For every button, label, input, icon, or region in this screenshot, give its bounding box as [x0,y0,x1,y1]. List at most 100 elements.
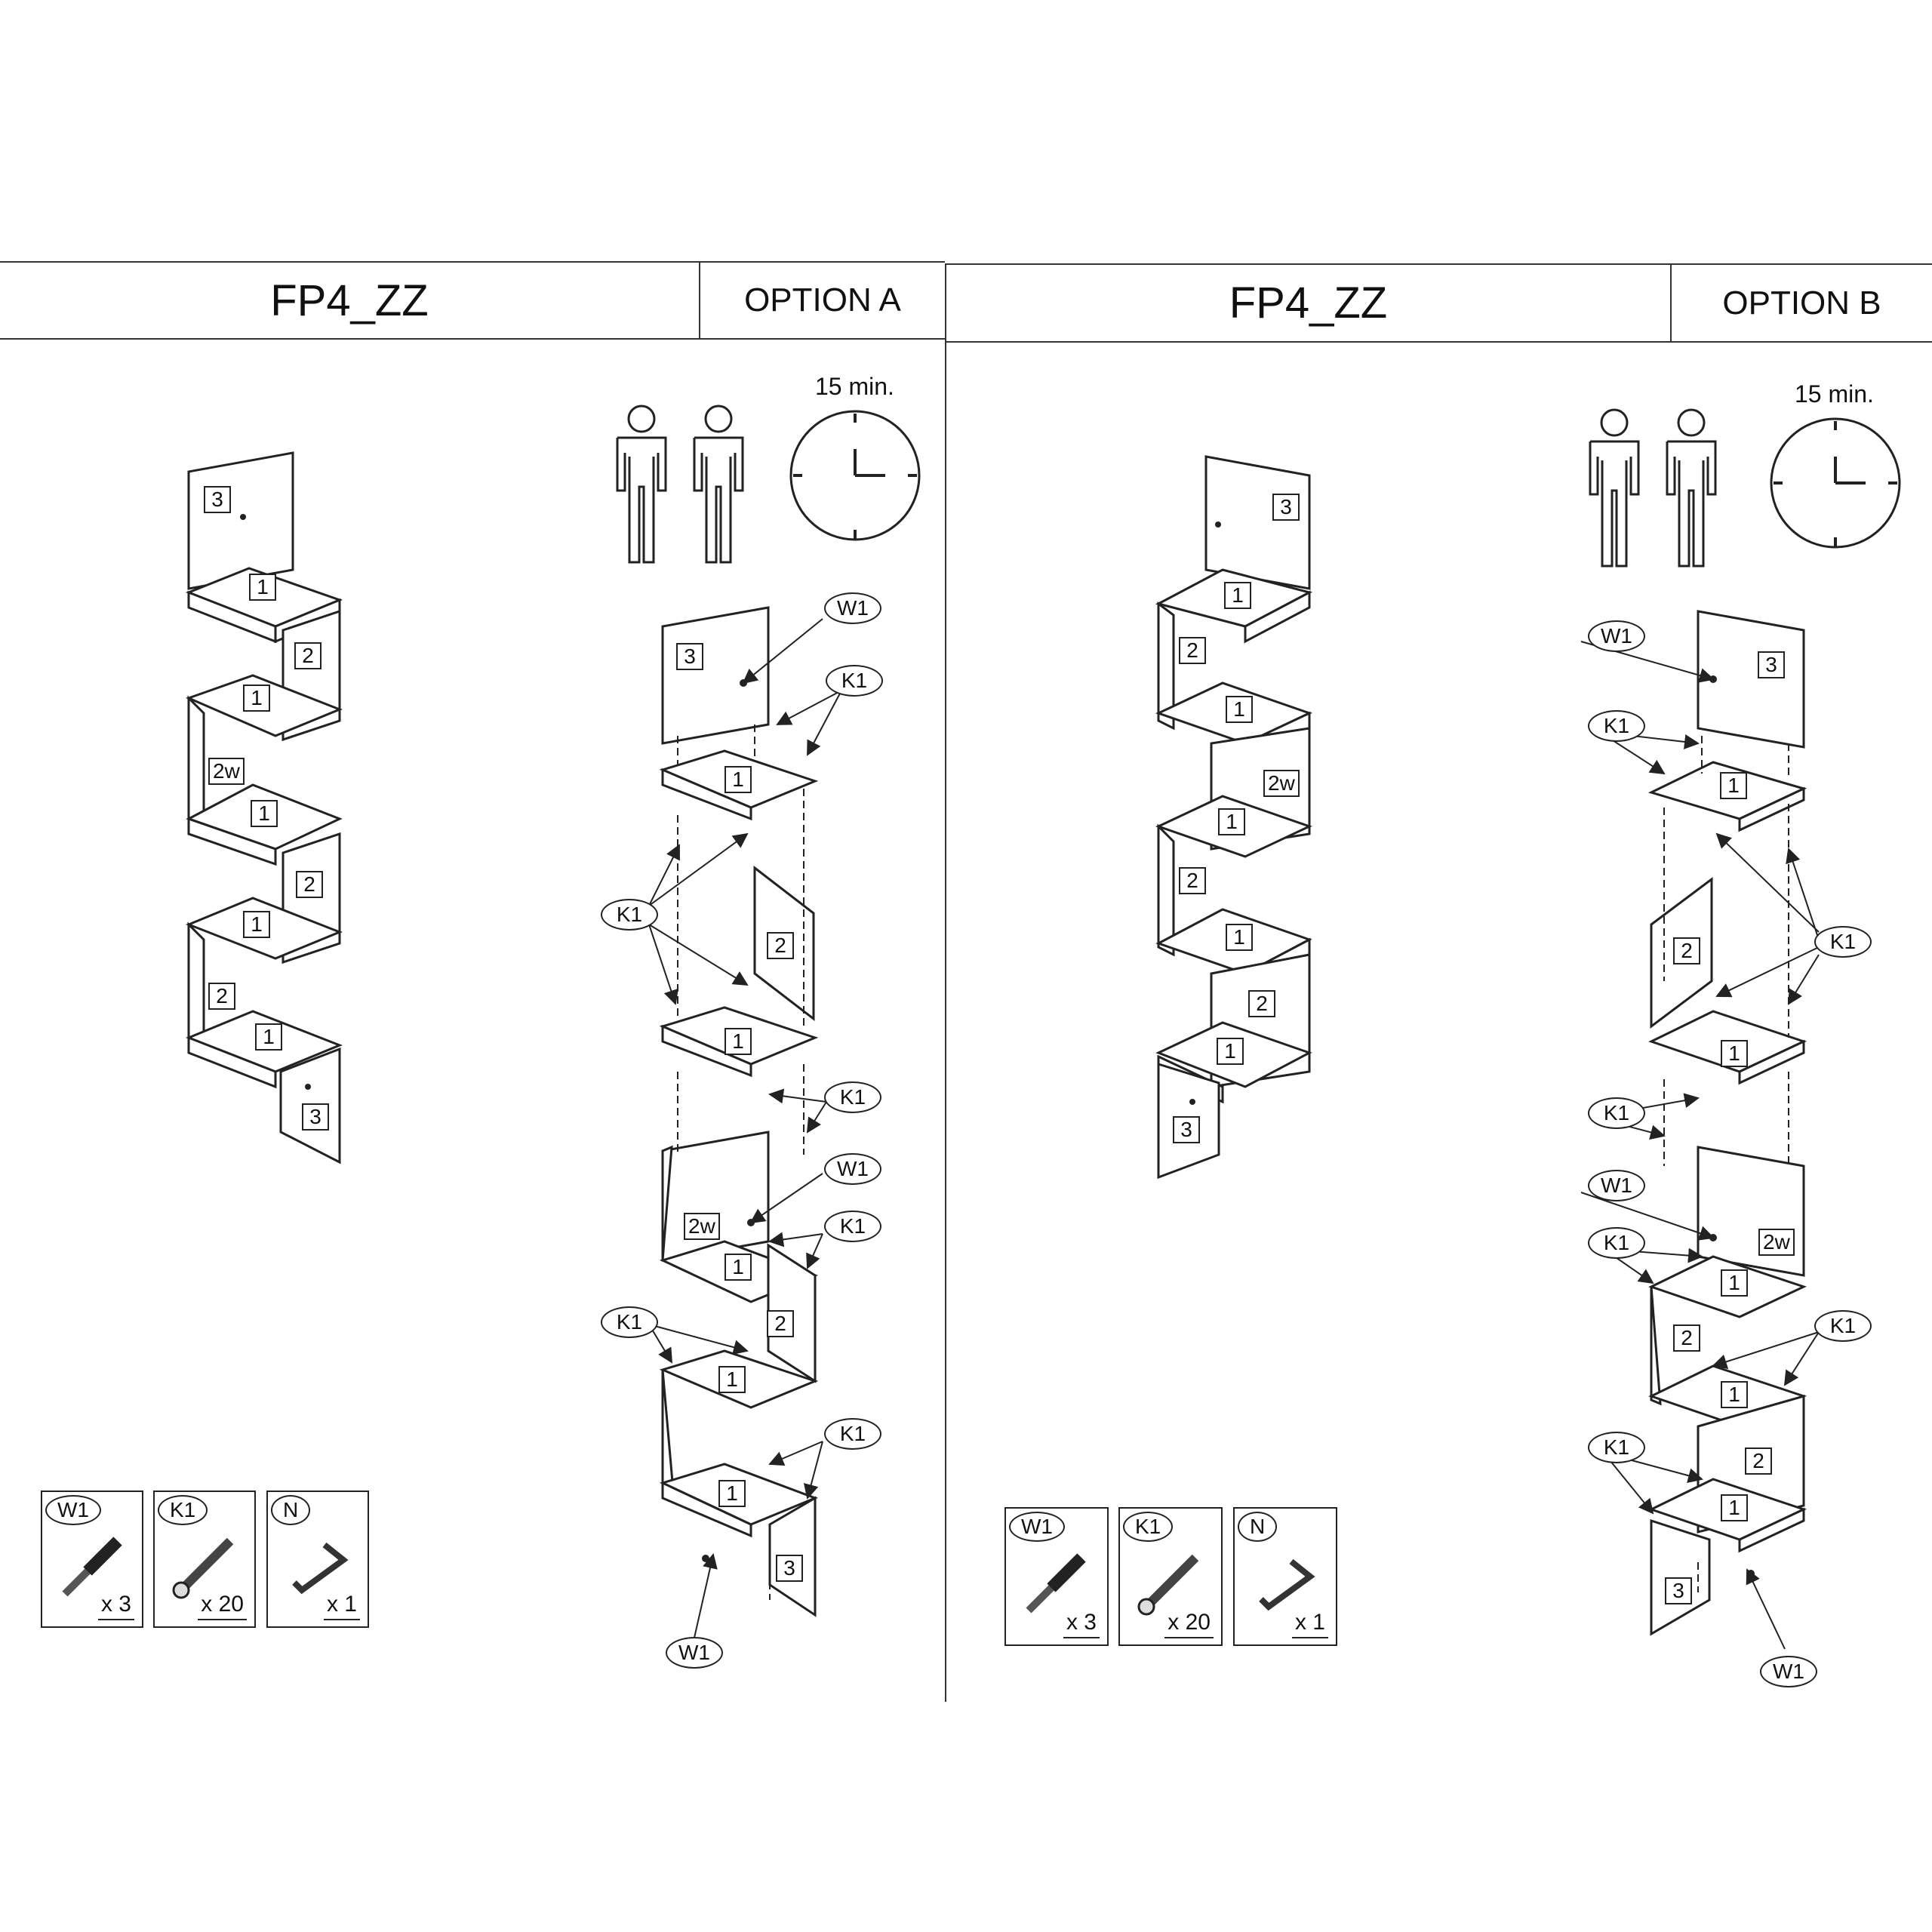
hardware-box-w1: W1 x 3 [41,1491,143,1628]
confirmat-screw-icon [1137,1554,1199,1616]
exploded-view-b [1647,610,1807,1636]
wall-plug-screw-icon [62,1537,122,1597]
part-number-label: 2 [767,932,794,959]
hardware-callout: K1 [601,1306,658,1338]
option-title-b: OPTION B [1672,265,1932,341]
hardware-code: N [271,1495,311,1525]
part-number-label: 1 [1720,772,1747,799]
exploded-dashes-b [1663,736,1789,1592]
part-number-label: 1 [1226,924,1253,951]
part-number-label: 1 [243,911,270,938]
assembly-time-label: 15 min. [815,373,894,400]
part-number-label: 2 [208,983,235,1010]
hardware-callout: K1 [1588,1227,1645,1259]
part-number-label: 2w [684,1213,720,1240]
exploded-dashes-a [677,724,804,1600]
header-divider-top [0,261,945,263]
hardware-callout: W1 [1760,1656,1817,1687]
hardware-callout: K1 [824,1081,881,1113]
hardware-qty: x 1 [1291,1610,1328,1638]
part-number-label: 1 [1721,1381,1748,1408]
hardware-callout: W1 [824,1153,881,1185]
part-number-label: 3 [676,643,703,670]
part-number-label: 3 [776,1555,803,1582]
header-cell-divider [699,261,700,339]
part-number-label: 1 [1721,1494,1748,1521]
option-title-a: OPTION A [700,263,945,338]
allen-key-icon [292,1542,349,1595]
hardware-callout: W1 [1588,1170,1645,1201]
part-number-label: 2 [294,642,321,669]
allen-key-icon [1259,1558,1315,1611]
part-number-label: 2 [1745,1447,1772,1475]
panel-divider [945,263,946,1702]
hardware-callout: W1 [824,592,881,624]
part-number-label: 1 [251,800,278,827]
header-cell-divider [1670,264,1672,342]
clock-icon [789,410,1901,549]
hardware-qty: x 20 [1164,1610,1214,1638]
part-number-label: 1 [724,766,752,793]
part-number-label: 1 [1218,808,1245,835]
hardware-callout: K1 [601,899,658,931]
hardware-callout: K1 [824,1418,881,1450]
callout-leaders [648,618,1820,1650]
exploded-view-a [659,606,819,1617]
part-number-label: 3 [1665,1577,1692,1604]
header-divider-bottom [945,341,1932,343]
model-title-b: FP4_ZZ [946,265,1670,341]
hardware-box-n: N x 1 [266,1491,369,1628]
screw-marks [240,514,1755,1577]
part-number-label: 1 [724,1254,752,1281]
hardware-callout: K1 [1588,1432,1645,1463]
part-number-label: 1 [1721,1040,1748,1067]
hardware-code: W1 [45,1495,101,1525]
hardware-qty: x 20 [198,1592,247,1620]
part-number-label: 3 [1272,494,1300,521]
hardware-code: W1 [1009,1512,1065,1542]
part-number-label: 2w [1758,1229,1795,1256]
hardware-callout: W1 [666,1637,723,1669]
hardware-callout: K1 [1588,710,1645,742]
hardware-qty: x 1 [323,1592,360,1620]
part-number-label: 2 [1673,937,1700,964]
part-number-label: 1 [724,1028,752,1055]
header-divider-top [945,263,1932,265]
part-number-label: 1 [255,1023,282,1051]
header-divider-bottom [0,338,945,340]
part-number-label: 2w [208,758,245,785]
hardware-box-k1: K1 x 20 [153,1491,256,1628]
part-number-label: 1 [1217,1038,1244,1065]
model-title: FP4_ZZ [270,275,429,325]
hardware-box-k1: K1 x 20 [1118,1507,1223,1646]
part-number-label: 1 [1721,1269,1748,1297]
part-number-label: 1 [243,685,270,712]
part-number-label: 1 [1224,582,1251,609]
hardware-code: K1 [158,1495,208,1525]
part-number-label: 3 [302,1103,329,1131]
part-number-label: 3 [1173,1116,1200,1143]
hardware-code: N [1238,1512,1278,1542]
wall-plug-screw-icon [1026,1553,1086,1614]
part-number-label: 2 [1248,990,1275,1017]
part-number-label: 2 [1179,867,1206,894]
part-number-label: 1 [1226,696,1253,723]
part-number-label: 1 [718,1366,746,1393]
hardware-callout: K1 [824,1211,881,1242]
hardware-code: K1 [1123,1512,1174,1542]
part-number-label: 1 [718,1480,746,1507]
hardware-callout: W1 [1588,620,1645,652]
part-number-label: 3 [204,486,231,513]
model-title-a: FP4_ZZ [0,263,699,338]
assembly-time-label: 15 min. [1795,380,1874,408]
option-title: OPTION A [744,281,901,318]
part-number-label: 2 [1179,637,1206,664]
part-number-label: 1 [249,574,276,601]
hardware-callout: K1 [1588,1097,1645,1129]
hardware-callout: K1 [1814,926,1872,958]
hardware-qty: x 3 [1063,1610,1100,1638]
hardware-qty: x 3 [97,1592,134,1620]
model-title: FP4_ZZ [1229,278,1388,328]
part-number-label: 2 [767,1310,794,1337]
